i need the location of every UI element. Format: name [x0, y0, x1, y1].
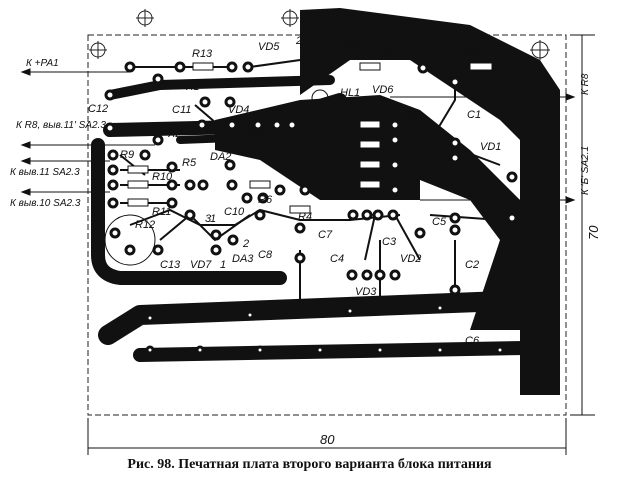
label-to-r8: К R8 [580, 73, 591, 95]
component-labels: R13 VD5 DA1 R7 R1 X1 C12 C11 X2 VD4 HL1 … [88, 33, 501, 347]
label-r2-b: R2 [405, 132, 419, 144]
dimension-width: 80 [320, 432, 335, 447]
label-vd6: VD6 [372, 84, 394, 96]
label-r7: R7 [383, 47, 398, 59]
copper-traces-heavy [91, 75, 540, 362]
label-r11: R11 [152, 206, 171, 218]
label-to-r8-pin11: К R8, выв.11' SA2.3 [16, 120, 106, 131]
label-vd4: VD4 [228, 104, 249, 116]
label-hl1: HL1 [340, 87, 360, 99]
pads [104, 61, 518, 355]
label-r2-c: R2 [405, 154, 419, 166]
label-da1: DA1 [345, 39, 366, 51]
label-r5: R5 [182, 157, 197, 169]
label-da2: DA2 [210, 151, 231, 163]
label-to-pa1: К +PA1 [26, 58, 59, 69]
mounting-holes [89, 9, 550, 60]
label-x1: X1 [185, 81, 199, 93]
label-c12: C12 [88, 103, 108, 115]
label-c3: C3 [382, 236, 397, 248]
dimension-lines [87, 34, 595, 455]
label-r9: R9 [120, 149, 134, 161]
label-c5: C5 [432, 216, 447, 228]
label-c10: C10 [224, 206, 245, 218]
connection-arrows [20, 68, 576, 204]
label-r2-a: R2 [405, 109, 419, 121]
label-r6: R6 [258, 194, 273, 206]
label-r13: R13 [192, 48, 213, 60]
pin-label: 17 [336, 37, 349, 49]
label-r12: R12 [135, 219, 155, 231]
label-r2-d: R2 [405, 178, 419, 190]
pin-label: 1 [210, 213, 216, 225]
label-r4: R4 [298, 211, 312, 223]
label-to-sa2-1: К 'Б' SA2.1 [580, 146, 591, 195]
label-c8: C8 [258, 249, 273, 261]
label-x2: X2 [167, 128, 181, 140]
label-c11: C11 [172, 104, 191, 116]
label-r1: R1 [465, 46, 479, 58]
pin-label: 3 [205, 213, 212, 225]
figure-caption: Рис. 98. Печатная плата второго варианта… [127, 457, 492, 472]
dimension-height: 70 [586, 225, 601, 240]
led-outline [311, 89, 329, 107]
resistor-bodies [127, 62, 493, 214]
label-to-sa2-3-pin10: К выв.10 SA2.3 [10, 198, 81, 209]
label-c2: C2 [465, 259, 479, 271]
label-c4: C4 [330, 253, 344, 265]
label-c1: C1 [467, 109, 481, 121]
label-to-sa2-3-pin11: К выв.11 SA2.3 [10, 167, 80, 178]
label-da3: DA3 [232, 253, 254, 265]
label-c6: C6 [465, 335, 480, 347]
label-r10: R10 [152, 171, 173, 183]
label-vd3: VD3 [355, 286, 377, 298]
label-c13: C13 [160, 259, 181, 271]
pin-label: 2 [242, 238, 249, 250]
pin-label: 1 [220, 259, 226, 271]
label-vd7: VD7 [190, 259, 212, 271]
trimmer-outline [104, 214, 156, 266]
label-vd1: VD1 [480, 141, 501, 153]
label-vd5: VD5 [258, 41, 280, 53]
pin-label: 2 [295, 35, 302, 47]
label-c7: C7 [318, 229, 333, 241]
label-vd2: VD2 [400, 253, 421, 265]
pin-label: 5 [326, 33, 333, 45]
